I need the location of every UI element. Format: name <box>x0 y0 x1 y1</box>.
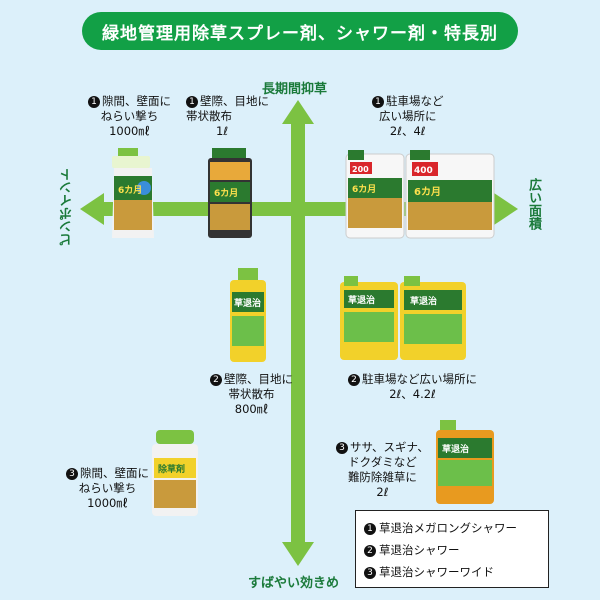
page-title: 緑地管理用除草スプレー剤、シャワー剤・特長別 <box>82 12 518 50</box>
product-label-text: 草退治 <box>234 297 261 309</box>
annotation-line: 駐車場など広い場所に <box>362 372 477 386</box>
product-label-text: 草退治 <box>410 295 437 307</box>
number-badge: 1 <box>88 96 100 108</box>
legend-label: 草退治メガロングシャワー <box>379 521 517 535</box>
product-badge-text: 200 <box>352 165 369 174</box>
annotation-line: 隙間、壁面に <box>102 94 171 108</box>
annotation-line: 難防除雑草に <box>347 470 417 484</box>
product-label-text: 6カ月 <box>118 185 142 196</box>
number-badge: 3 <box>336 442 348 454</box>
product-badge-text: 400 <box>414 166 433 176</box>
number-badge: 1 <box>364 523 376 535</box>
product-label-text: 草退治 <box>442 443 469 455</box>
axis-label-right: 広い面積 <box>526 178 541 230</box>
annotation-line: 駐車場など <box>386 94 444 108</box>
number-badge: 3 <box>364 567 376 579</box>
annotation-line: 広い場所に <box>379 109 437 123</box>
annotation-line: 2ℓ、4ℓ <box>389 124 426 138</box>
annotation-line: ねらい撃ち <box>78 481 137 495</box>
product-label-text: 草退治 <box>348 294 375 306</box>
product-label-text: 6カ月 <box>352 184 376 195</box>
axis-label-top: 長期間抑草 <box>262 82 328 97</box>
annotation-line: ねらい撃ち <box>100 109 159 123</box>
product-shower-jugs: 草退治 草退治 <box>340 276 466 360</box>
legend-label: 草退治シャワーワイド <box>379 565 494 579</box>
annotation-line: 帯状散布 <box>186 109 232 123</box>
number-badge: 2 <box>210 374 222 386</box>
annotation-line: 隙間、壁面に <box>80 466 149 480</box>
number-badge: 2 <box>348 374 360 386</box>
arrowhead-up <box>282 100 314 124</box>
legend-label: 草退治シャワー <box>379 543 460 557</box>
arrowhead-down <box>282 542 314 566</box>
annotation-line: ドクダミなど <box>348 455 417 469</box>
arrowhead-left <box>80 193 104 225</box>
product-label-text: 6カ月 <box>214 188 238 199</box>
annotation-line: 800㎖ <box>234 402 269 416</box>
number-badge: 3 <box>66 468 78 480</box>
number-badge: 1 <box>372 96 384 108</box>
annotation-line: 1000㎖ <box>87 496 128 510</box>
product-label-text: 6カ月 <box>414 186 441 198</box>
annotation-line: 帯状散布 <box>228 387 275 401</box>
arrowhead-right <box>494 193 518 225</box>
number-badge: 1 <box>186 96 198 108</box>
axis-label-left: ピンポイント <box>60 168 75 246</box>
product-megalong-shower-bottle: 6カ月 <box>208 148 252 238</box>
annotation-line: ササ、スギナ、 <box>350 440 429 454</box>
annotation-line: 1000㎖ <box>109 124 150 138</box>
product-wide-spray-bottle: 除草剤 <box>152 430 198 516</box>
axis-label-bottom: すばやい効きめ <box>248 576 340 591</box>
product-wide-jug: 草退治 <box>436 420 494 504</box>
annotation-line: 壁際、目地に <box>200 94 269 108</box>
annotation-line: 1ℓ <box>216 124 229 138</box>
product-label-text: 除草剤 <box>158 463 185 475</box>
annotation-line: 壁際、目地に <box>224 372 293 386</box>
number-badge: 2 <box>364 545 376 557</box>
vertical-axis-shaft <box>291 118 305 546</box>
product-megalong-jugs: 200 6カ月 400 6カ月 <box>345 150 495 239</box>
product-megalong-spray-bottle: 6カ月 <box>112 148 154 238</box>
annotation-line: 2ℓ、4.2ℓ <box>389 387 436 401</box>
annotation-line: 2ℓ <box>376 485 389 499</box>
product-shower-bottle: 草退治 <box>230 268 266 362</box>
